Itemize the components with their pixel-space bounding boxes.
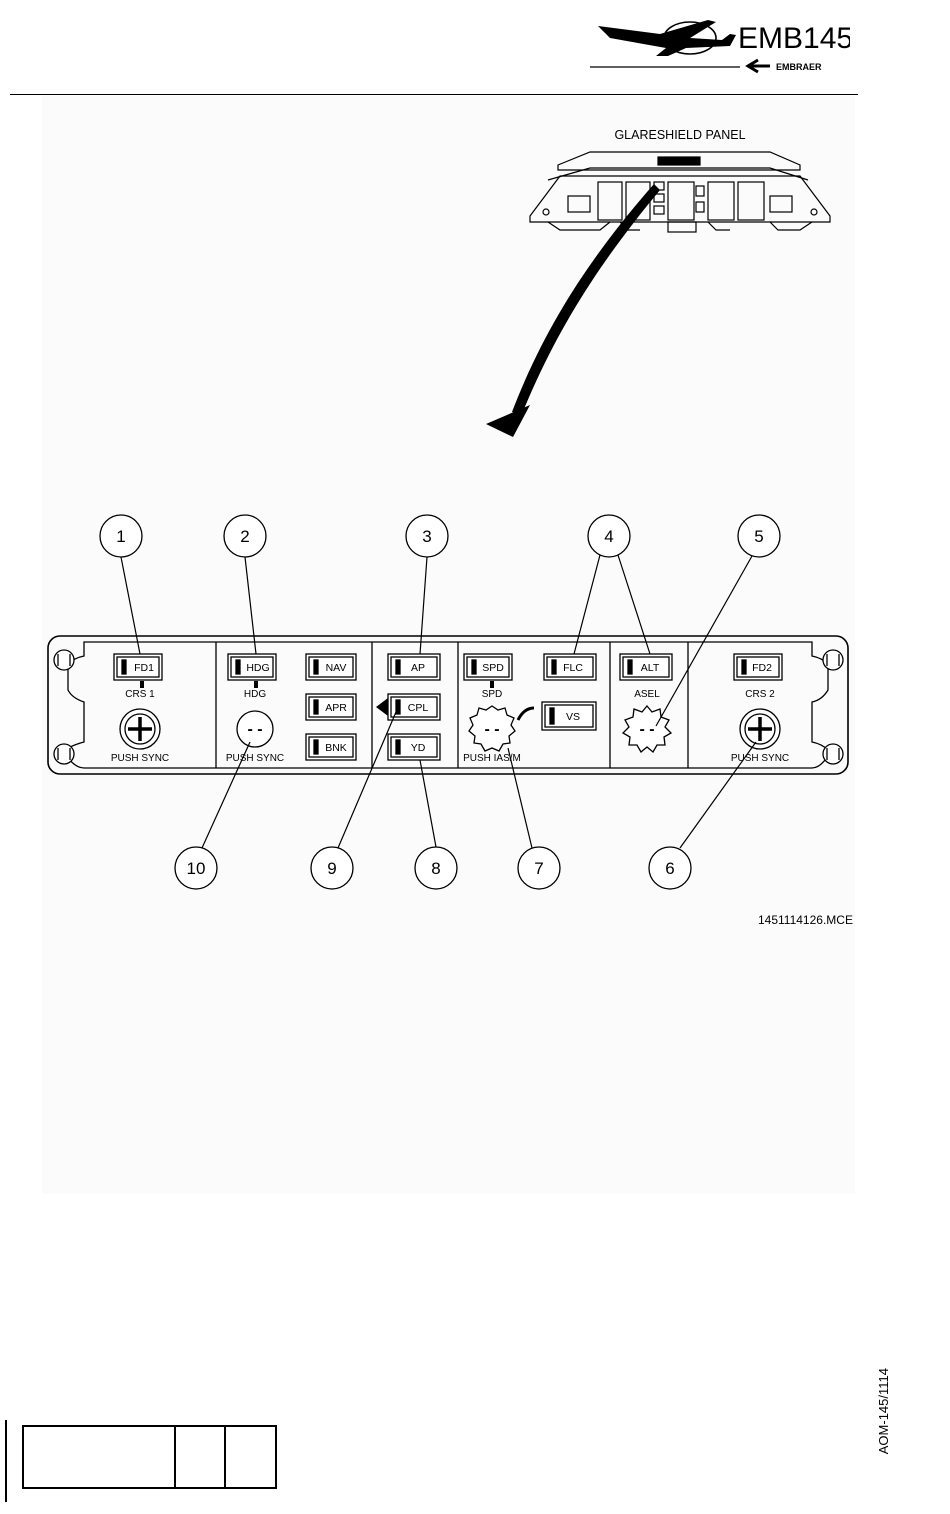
- callout-1: 1: [116, 527, 125, 546]
- callout-10: 10: [187, 859, 206, 878]
- asel-label: ASEL: [634, 689, 660, 700]
- vs-wheel-link: [518, 708, 534, 720]
- spd-knob-label: SPD: [482, 689, 503, 700]
- revision-box-divider: [174, 1427, 176, 1487]
- revision-box: [22, 1425, 277, 1489]
- push-sync-2-label: PUSH SYNC: [731, 753, 789, 764]
- asel-knob-dashes: - -: [639, 721, 654, 738]
- hdg-knob-dashes: - -: [247, 721, 262, 738]
- crs1-label: CRS 1: [125, 689, 155, 700]
- glareshield-locator: [530, 152, 830, 232]
- crs2-knob: [740, 709, 780, 749]
- yd-label: YD: [411, 742, 426, 754]
- crs1-knob: [120, 709, 160, 749]
- revision-box-divider: [224, 1427, 226, 1487]
- change-bar: [5, 1420, 7, 1502]
- crs2-label: CRS 2: [745, 689, 775, 700]
- spd-label: SPD: [482, 662, 504, 674]
- callout-7: 7: [534, 859, 543, 878]
- apr-label: APR: [325, 702, 347, 714]
- callout-6: 6: [665, 859, 674, 878]
- callout-2: 2: [240, 527, 249, 546]
- callout-4: 4: [604, 527, 613, 546]
- fd1-label: FD1: [134, 662, 154, 674]
- vs-label: VS: [566, 711, 580, 723]
- hdg-knob-label: HDG: [244, 689, 266, 700]
- hdg-label: HDG: [246, 662, 269, 674]
- alt-label: ALT: [641, 662, 660, 674]
- figure-id: 1451114126.MCE: [758, 913, 853, 927]
- push-sync-1-label: PUSH SYNC: [111, 753, 169, 764]
- bnk-label: BNK: [325, 742, 347, 754]
- push-sync-hdg-label: PUSH SYNC: [226, 753, 284, 764]
- nav-label: NAV: [326, 662, 347, 674]
- guidance-panel-diagram: GLARESHIELD PANEL 1 2: [0, 0, 950, 940]
- callout-9: 9: [327, 859, 336, 878]
- callout-5: 5: [754, 527, 763, 546]
- fd2-label: FD2: [752, 662, 772, 674]
- ap-label: AP: [411, 662, 425, 674]
- document-id: AOM-145/1114: [876, 1368, 891, 1454]
- callout-3: 3: [422, 527, 431, 546]
- callout-8: 8: [431, 859, 440, 878]
- top-callouts: [100, 515, 780, 557]
- flc-label: FLC: [563, 662, 583, 674]
- push-ias-label: PUSH IAS/M: [463, 753, 521, 764]
- cpl-indicator-arrow: [376, 698, 388, 716]
- spd-knob-dashes: - -: [484, 721, 499, 738]
- panel-screws: [54, 650, 843, 764]
- cpl-label: CPL: [408, 702, 429, 714]
- locator-title: GLARESHIELD PANEL: [614, 128, 745, 142]
